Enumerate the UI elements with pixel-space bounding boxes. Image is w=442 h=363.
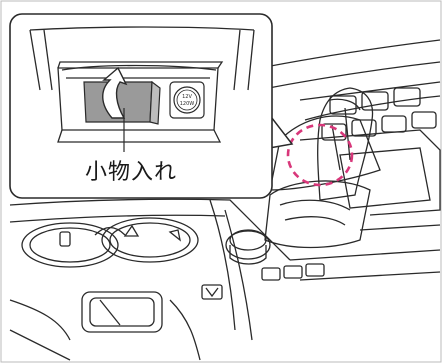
power-outlet-icon: 12V 120W — [169, 81, 205, 119]
center-console-lineart — [9, 39, 441, 361]
highlight-circle — [286, 123, 354, 187]
tray-side — [149, 80, 161, 125]
curved-up-arrow-icon — [102, 66, 128, 119]
outlet-wattage-text: 120W — [180, 101, 195, 107]
storage-tray-label: 小物入れ — [85, 160, 178, 185]
callout-lineart — [29, 26, 255, 143]
outlet-voltage-text: 12V — [182, 94, 192, 100]
